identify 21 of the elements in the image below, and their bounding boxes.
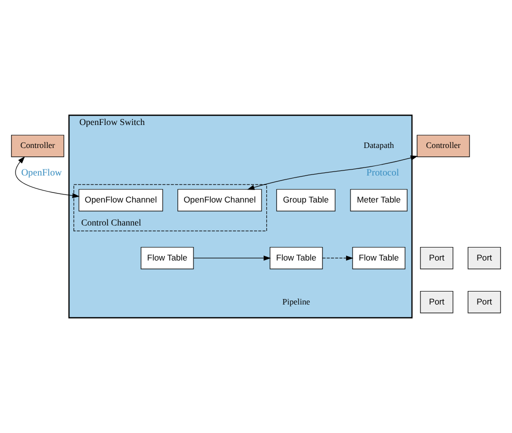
node-box: Flow Table <box>140 246 194 270</box>
node-box: Port <box>468 246 501 270</box>
node-box: OpenFlow Channel <box>177 189 262 212</box>
node-box: Flow Table <box>270 246 323 270</box>
arrow <box>247 155 418 190</box>
edge-label: OpenFlow <box>21 167 62 178</box>
node-box: Flow Table <box>352 246 406 270</box>
node-box: Controller <box>416 134 470 158</box>
node-box: Port <box>420 290 454 314</box>
arrow <box>322 256 354 261</box>
node-box: Port <box>420 246 454 270</box>
arrow <box>15 156 80 198</box>
node-box: Group Table <box>276 189 336 212</box>
label: Pipeline <box>282 296 310 306</box>
node-box: Port <box>468 290 501 314</box>
node-box: Meter Table <box>350 189 408 212</box>
arrow <box>193 256 271 261</box>
edge-label: Protocol <box>366 167 400 178</box>
label: Datapath <box>364 140 394 150</box>
node-box: OpenFlow Channel <box>78 189 164 212</box>
node-box: Controller <box>11 134 64 158</box>
